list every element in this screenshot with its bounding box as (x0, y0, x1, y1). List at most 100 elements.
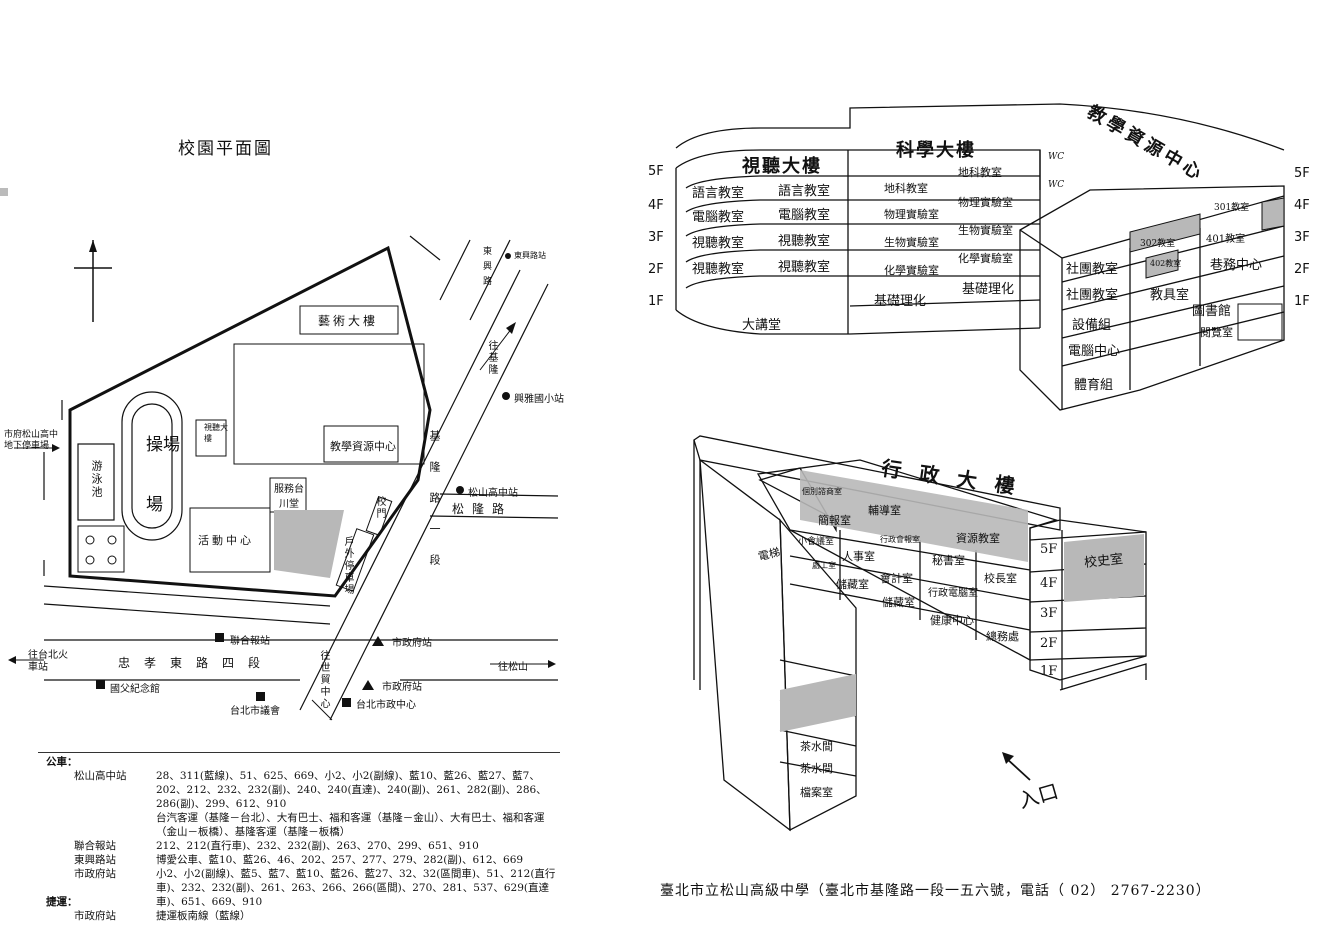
to-songshan-label: 往松山 (498, 662, 528, 673)
floor-label: 3F (1040, 606, 1058, 621)
room: 校長室 (984, 572, 1017, 585)
transit-lines: 台汽客運（基隆－台北）、大有巴士、福和客運（基隆－金山）、大有巴士、福和客運（金… (156, 812, 545, 839)
room: 人事室 (842, 550, 875, 563)
floor-label: 3F (648, 230, 664, 245)
transit-stop: 市政府站 (74, 868, 116, 880)
dongxing-road-label: 東興路 (481, 246, 491, 291)
room: 秘書室 (932, 554, 965, 567)
floor-label: 2F (1040, 636, 1058, 651)
room: 402教室 (1150, 259, 1182, 268)
zhongxiao-road-label: 忠孝東路四段 (118, 656, 275, 670)
activity-center-label: 活動中心 (198, 534, 254, 547)
room: 視聽教室 (778, 234, 831, 249)
room: 檔案室 (800, 786, 833, 799)
floor-label: 4F (1294, 198, 1310, 213)
art-building-label: 藝術大樓 (318, 314, 379, 328)
room: 輔導室 (868, 504, 901, 517)
stop-council: 台北市議會 (230, 706, 280, 717)
transit-stop: 東興路站 (74, 854, 116, 866)
bus-heading: 公車： (46, 756, 78, 768)
mrt-line: 捷運板南線（藍線） (156, 910, 251, 922)
service-label: 服務台川堂 (274, 484, 304, 510)
room: 302教室 (1140, 239, 1176, 249)
room: 電腦中心 (1068, 344, 1121, 359)
floor-label: 2F (648, 262, 664, 277)
transit-lines: 博愛公車、藍10、藍26、46、202、257、277、279、282(副)、6… (156, 854, 524, 866)
floor-label: 4F (1040, 576, 1058, 591)
map-title: 校園平面圖 (178, 139, 273, 159)
mrt-heading: 捷運： (46, 896, 78, 908)
room: 化學實驗室 (958, 252, 1013, 265)
pool-label: 游泳池 (90, 460, 103, 499)
stop-united-daily: 聯合報站 (230, 636, 270, 647)
room-wc: WC (1048, 152, 1065, 162)
room: 地科教室 (884, 182, 928, 195)
floor-label: 3F (1294, 230, 1310, 245)
room: 基礎理化 (962, 282, 1015, 297)
room: 個別諮商室 (802, 487, 842, 496)
floor-label: 4F (648, 198, 664, 213)
edge-marker (0, 188, 8, 196)
stop-city-hall-1: 市政府站 (392, 638, 432, 649)
room: 視聽教室 (692, 262, 745, 277)
room: 行政電腦室 (928, 588, 978, 599)
resource-center-label: 教學資源中心 (330, 440, 396, 453)
room: 語言教室 (692, 186, 745, 201)
floor-label: 5F (648, 164, 664, 179)
room: 地科教室 (958, 166, 1002, 179)
room: 小會議室 (798, 537, 835, 547)
songlong-road-label: 松隆路 (452, 502, 513, 516)
sci-science-title: 科學大樓 (896, 140, 976, 161)
transit-lines: 28、311(藍線)、51、625、669、小2、小2(副線)、藍10、藍26、… (156, 770, 547, 811)
room: 化學實驗室 (884, 264, 939, 277)
stop-sun-yat-sen: 國父紀念館 (110, 684, 160, 695)
transit-lines: 212、212(直行車)、232、232(副)、263、270、299、651、… (156, 840, 479, 852)
room: 物理實驗室 (884, 208, 939, 221)
room: 健康中心 (930, 614, 974, 627)
mrt-stop: 市政府站 (74, 910, 116, 922)
room: 閱覽室 (1200, 326, 1233, 339)
room: 語言教室 (778, 184, 831, 199)
room: 圖書館 (1192, 304, 1232, 319)
floor-label: 1F (1040, 664, 1058, 679)
room: 大講堂 (742, 318, 782, 333)
room: 教具室 (1150, 288, 1190, 303)
stop-city-gov: 台北市政中心 (356, 700, 416, 711)
room: 社團教室 (1066, 262, 1119, 277)
room: 行政會報室 (880, 535, 920, 544)
stop-dongxing: 東興路站 (514, 251, 546, 260)
to-keelung-label: 往基隆 (486, 340, 497, 376)
stop-xingya: 興雅國小站 (514, 394, 564, 405)
room: 處工室 (812, 561, 836, 570)
room: 簡報室 (818, 514, 851, 527)
stop-songshan: 松山高中站 (468, 488, 518, 499)
transit-stop: 聯合報站 (74, 840, 116, 852)
to-wtc-label: 往世貿中心 (318, 650, 329, 710)
floor-label: 1F (1294, 294, 1310, 309)
outdoor-parking-label: 戶外停車場 (342, 536, 353, 596)
room: 體育組 (1074, 378, 1114, 393)
room: 會計室 (880, 572, 913, 585)
field-label-2: 場 (146, 495, 163, 515)
room: 301教室 (1214, 203, 1250, 213)
stop-city-hall-2: 市政府站 (382, 682, 422, 693)
to-taipei-station-label: 往台北火車站 (28, 650, 68, 673)
room: 401教室 (1206, 234, 1246, 245)
footer-address: 臺北市立松山高級中學（臺北市基隆路一段一五六號，電話（ 02） 2767-223… (660, 883, 1211, 899)
av-building-label: 視聽大樓 (204, 423, 228, 443)
field-label: 操場 (146, 435, 180, 455)
floor-label: 1F (648, 294, 664, 309)
gate-label: 校門 (374, 496, 385, 520)
sci-av-title: 視聽大樓 (742, 156, 822, 177)
room: 總務處 (986, 630, 1019, 643)
room: 視聽教室 (692, 236, 745, 251)
room: 視聽教室 (778, 260, 831, 275)
room: 生物實驗室 (884, 236, 939, 249)
room: 茶水間 (800, 740, 833, 753)
floor-label: 5F (1040, 542, 1058, 557)
parking-lot-label: 市府松山高中地下停車場 (4, 430, 59, 451)
room: 儲藏室 (836, 578, 869, 591)
room-history: 校史室 (1083, 551, 1124, 571)
